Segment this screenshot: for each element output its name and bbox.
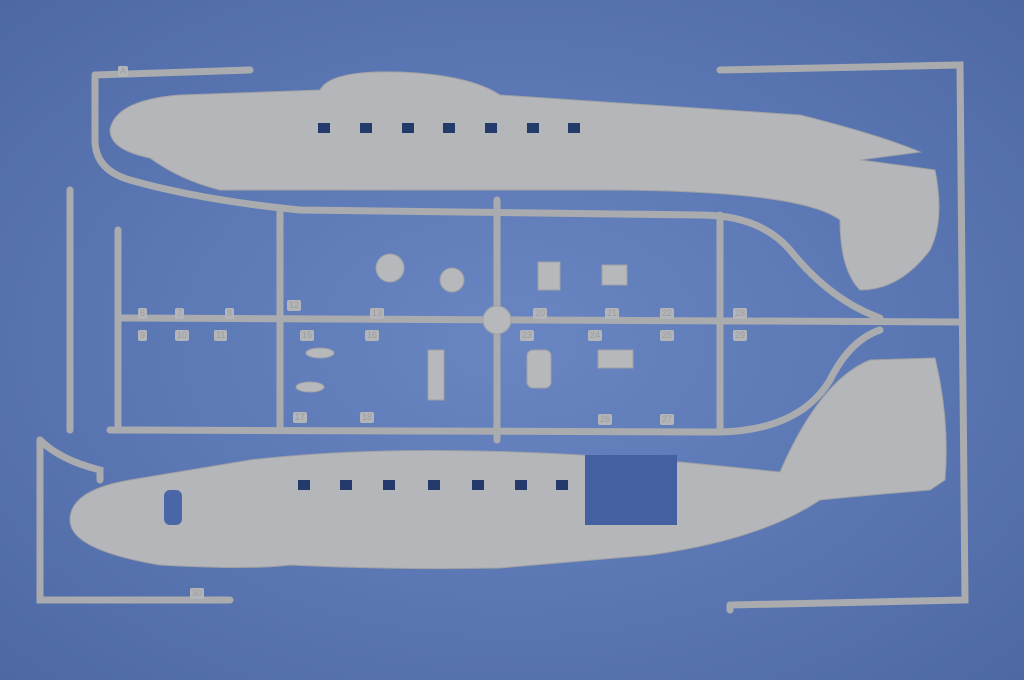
part-number-tag: 21 [605, 308, 620, 319]
part-number-tag: 25 [660, 330, 675, 341]
part-number-tag: 18 [360, 412, 375, 423]
part-number-tag: 28 [733, 308, 748, 319]
part-number-tag: 15 [300, 330, 315, 341]
part-number-tag: 7 [175, 308, 185, 319]
part-number-tag: 24 [588, 330, 603, 341]
part-number-tag: 23 [520, 330, 535, 341]
part-number-tag: 17 [293, 412, 308, 423]
part-number-tag: 6 [138, 308, 148, 319]
part-number-tag: 10 [175, 330, 190, 341]
fuselage-lower [69, 357, 947, 570]
part-number-tag: 11 [214, 330, 228, 341]
part-number-tag: 22 [660, 308, 675, 319]
part-number-tag: 20 [533, 308, 548, 319]
small-parts [295, 253, 634, 401]
part-number-tag: 27 [660, 414, 675, 425]
part-number-tag: 13 [370, 308, 385, 319]
part-number-tag: 29 [733, 330, 748, 341]
part-number-tag: A [118, 66, 129, 77]
part-number-tag: 30 [190, 588, 205, 599]
part-number-tag: 8 [225, 308, 235, 319]
part-number-tag: 26 [598, 414, 613, 425]
part-number-tag: 9 [138, 330, 148, 341]
part-number-tag: 16 [365, 330, 380, 341]
fuselage-upper [109, 71, 940, 291]
part-number-tag: 12 [287, 300, 302, 311]
windows [164, 123, 677, 525]
